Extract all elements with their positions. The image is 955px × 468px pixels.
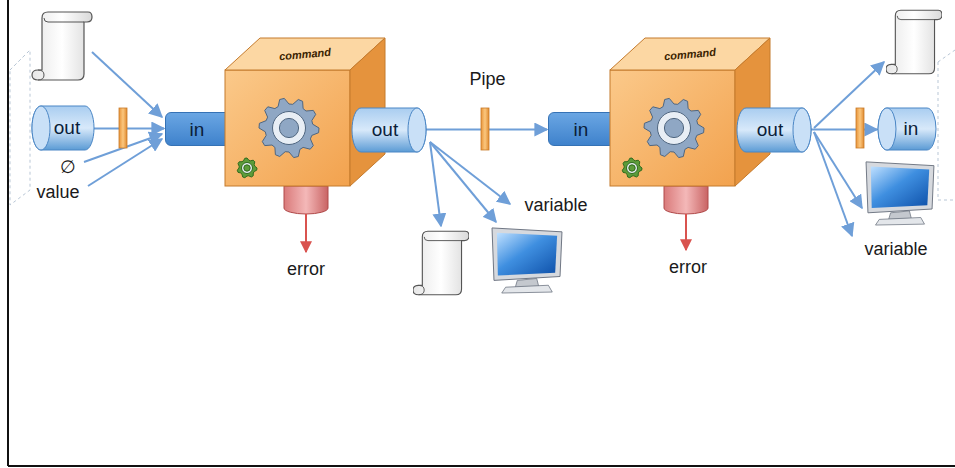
stream-port: out	[737, 108, 811, 152]
port-label: in	[190, 119, 205, 141]
stream-label: variable	[522, 196, 589, 216]
pipe-bar	[856, 108, 864, 148]
pipe-connector	[811, 129, 877, 131]
port-label: out	[757, 119, 783, 141]
input-port: in	[548, 112, 612, 146]
monitor-icon	[492, 228, 562, 293]
port-label: in	[904, 118, 919, 140]
frame-line	[7, 0, 9, 466]
stream-label: error	[285, 260, 327, 280]
pipe-connector	[94, 128, 164, 130]
output-arrow	[814, 132, 852, 236]
ghost-cube	[10, 50, 955, 205]
stream-label: ∅	[58, 158, 78, 178]
stream-label: variable	[862, 240, 929, 260]
pipe-label: Pipe	[467, 70, 507, 90]
input-arrow	[92, 52, 162, 117]
output-arrow	[814, 62, 884, 128]
frame-line	[8, 465, 955, 467]
pipe-bar	[481, 108, 489, 150]
stream-port: in	[878, 108, 936, 150]
pipe-bar	[119, 108, 127, 148]
output-arrow	[430, 142, 496, 222]
file-icon	[886, 10, 942, 73]
stream-port: out	[352, 108, 426, 152]
input-port: in	[165, 112, 227, 146]
port-label: in	[574, 119, 589, 141]
output-arrow	[430, 142, 510, 204]
monitor-icon	[866, 162, 934, 225]
port-label: out	[372, 119, 398, 141]
port-label: out	[54, 117, 80, 139]
error-stream	[664, 186, 708, 250]
file-icon	[413, 231, 469, 294]
error-stream	[284, 186, 328, 252]
file-icon	[32, 12, 92, 80]
stream-port: out	[32, 106, 94, 150]
stream-label: value	[34, 183, 81, 203]
stream-label: error	[667, 258, 709, 278]
